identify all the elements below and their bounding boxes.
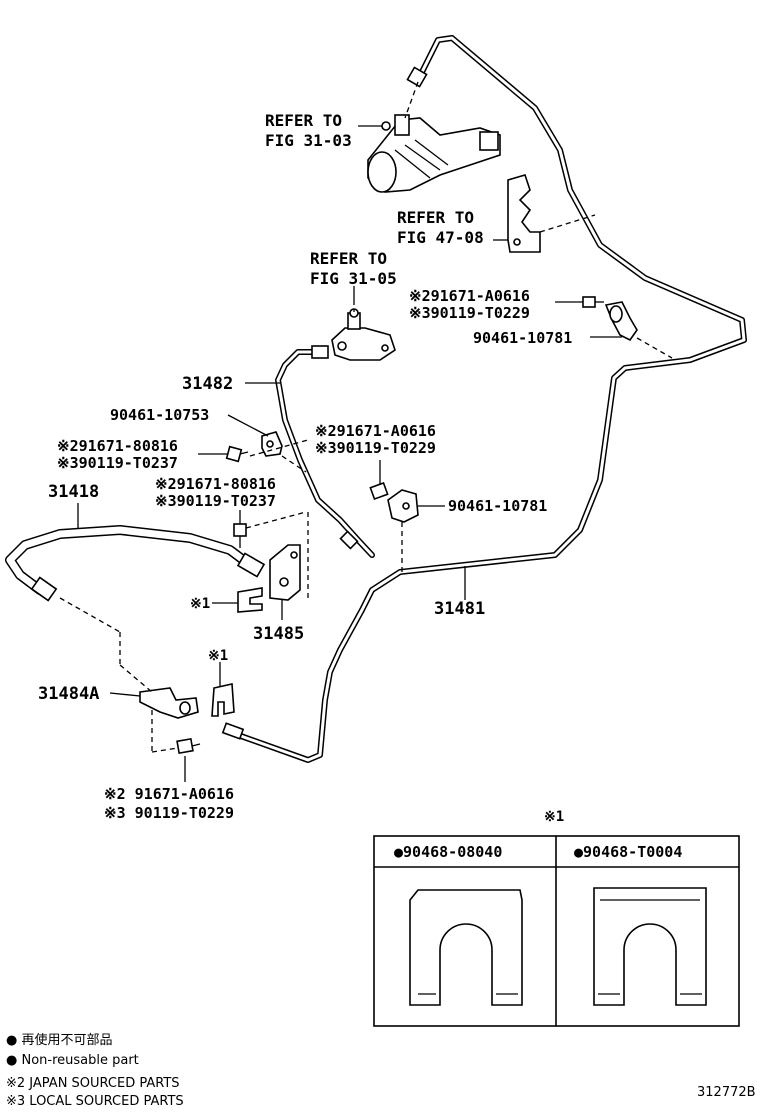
clutch-master-cylinder xyxy=(367,114,501,193)
bolt-bottom xyxy=(176,737,201,755)
leader-lines xyxy=(77,125,622,782)
figure-id: 312772B xyxy=(697,1085,756,1100)
label-refer-31-05-l1: REFER TO xyxy=(310,249,387,268)
label-bolt-left-japan: ※291671-80816 xyxy=(57,437,178,455)
label-bolt-mid-local: ※390119-T0237 xyxy=(155,492,276,510)
label-clamp-center: 90461-10781 xyxy=(448,497,547,515)
label-31482: 31482 xyxy=(182,374,233,394)
bolt-left xyxy=(225,445,249,463)
label-clip-note-lower: ※1 xyxy=(208,648,228,664)
clamp-90461-10753 xyxy=(261,431,283,457)
legend-line-2: ● Non-reusable part xyxy=(6,1053,139,1068)
label-31485: 31485 xyxy=(253,624,304,644)
tube-31481 xyxy=(221,35,747,763)
label-bolt-mid-japan: ※291671-80816 xyxy=(155,475,276,493)
label-31418: 31418 xyxy=(48,482,99,502)
legend-line-3: ※2 JAPAN SOURCED PARTS xyxy=(6,1076,180,1091)
table-note: ※1 xyxy=(544,809,564,825)
label-clamp-ur: 90461-10781 xyxy=(473,329,572,347)
clamp-upper-right xyxy=(582,296,638,342)
label-refer-47-08-l2: FIG 47-08 xyxy=(397,228,484,247)
clip-90468-t0004 xyxy=(593,887,707,1006)
label-bolt-ur-japan: ※291671-A0616 xyxy=(409,287,530,305)
clip-lower xyxy=(211,683,235,717)
label-refer-31-05-l2: FIG 31-05 xyxy=(310,269,397,288)
label-bolt-ur-local: ※390119-T0229 xyxy=(409,304,530,322)
legend-line-1: ● 再使用不可部品 xyxy=(6,1032,112,1048)
table-col1-header: ●90468-08040 xyxy=(394,843,502,861)
label-refer-31-03-l1: REFER TO xyxy=(265,111,342,130)
hose-31418 xyxy=(5,525,266,602)
label-bolt-bottom-japan: ※2 91671-A0616 xyxy=(104,785,234,803)
label-31481: 31481 xyxy=(434,599,485,619)
union-fig-31-05 xyxy=(331,308,396,361)
label-31484a: 31484A xyxy=(38,684,99,704)
legend: ● 再使用不可部品 ● Non-reusable part ※2 JAPAN S… xyxy=(6,1032,184,1109)
bracket-fig-47-08 xyxy=(507,174,541,253)
tube-31482 xyxy=(275,345,375,558)
table-col2-header: ●90468-T0004 xyxy=(574,843,682,861)
clip-left xyxy=(237,587,263,613)
labels: REFER TO FIG 31-03 REFER TO FIG 47-08 RE… xyxy=(38,111,572,822)
clip-table: ※1 ●90468-08040 ●90468-T0004 xyxy=(373,809,740,1027)
assembly-lines xyxy=(59,81,673,753)
label-bolt-center-japan: ※291671-A0616 xyxy=(315,422,436,440)
legend-line-4: ※3 LOCAL SOURCED PARTS xyxy=(6,1094,184,1109)
label-bolt-bottom-local: ※3 90119-T0229 xyxy=(104,804,234,822)
clamp-center xyxy=(369,481,419,523)
bracket-31484a xyxy=(139,687,199,719)
label-bolt-left-local: ※390119-T0237 xyxy=(57,454,178,472)
label-refer-31-03-l2: FIG 31-03 xyxy=(265,131,352,150)
clip-90468-08040 xyxy=(409,889,523,1006)
label-bolt-center-local: ※390119-T0229 xyxy=(315,439,436,457)
label-refer-47-08-l1: REFER TO xyxy=(397,208,474,227)
bolt-mid xyxy=(233,523,247,548)
label-clip-note-left: ※1 xyxy=(190,596,210,612)
label-90461-10753: 90461-10753 xyxy=(110,406,209,424)
bracket-31485 xyxy=(269,544,301,601)
